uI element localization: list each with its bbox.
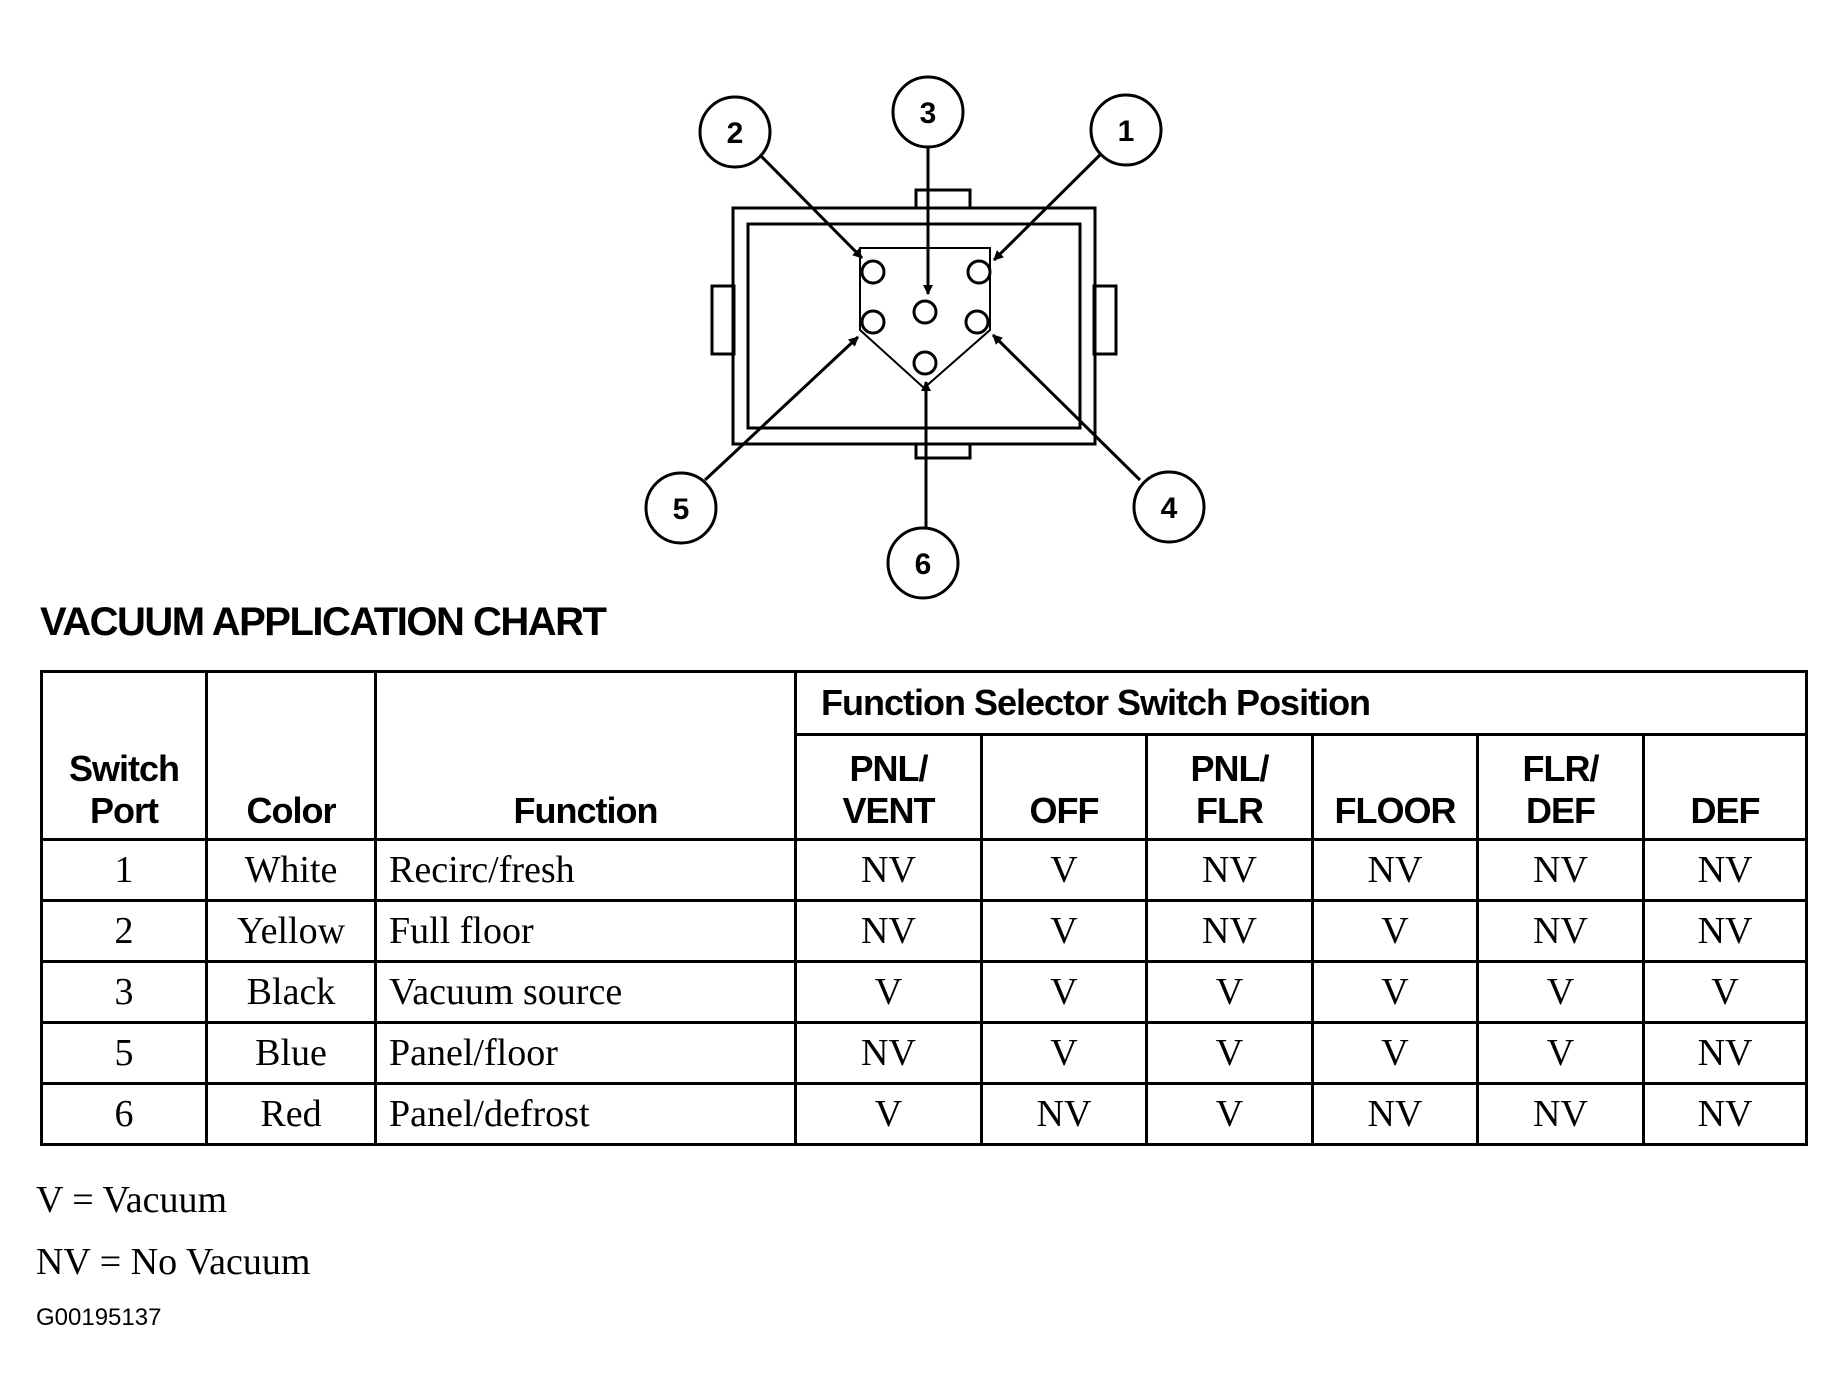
cell-color: Black xyxy=(205,960,377,1024)
cell-vacuum-state: NV xyxy=(1476,1082,1645,1146)
callout-label-4: 4 xyxy=(1161,492,1178,525)
header-position: PNL/FLR xyxy=(1145,733,1314,841)
cell-port: 2 xyxy=(40,899,208,963)
cell-vacuum-state: NV xyxy=(794,899,983,963)
cell-vacuum-state: V xyxy=(1145,1082,1314,1146)
cell-vacuum-state: V xyxy=(1311,899,1479,963)
chart-title: VACUUM APPLICATION CHART xyxy=(40,600,607,644)
cell-function: Recirc/fresh xyxy=(374,838,797,902)
cell-vacuum-state: NV xyxy=(1641,1021,1809,1085)
callout-5: 5 xyxy=(644,471,718,545)
connector-housing xyxy=(710,188,1118,460)
cell-color: Yellow xyxy=(205,899,377,963)
cell-vacuum-state: NV xyxy=(1311,1082,1479,1146)
cell-vacuum-state: V xyxy=(1641,960,1809,1024)
callout-4: 4 xyxy=(1132,470,1206,544)
port-hole-3 xyxy=(912,299,938,325)
cell-vacuum-state: V xyxy=(1476,960,1645,1024)
port-hole-5 xyxy=(860,309,886,335)
cell-vacuum-state: NV xyxy=(980,1082,1148,1146)
callout-label-5: 5 xyxy=(673,493,690,526)
arrow-4 xyxy=(991,333,1142,482)
callout-label-2: 2 xyxy=(727,117,744,150)
cell-vacuum-state: NV xyxy=(1641,1082,1809,1146)
cell-vacuum-state: NV xyxy=(1145,899,1314,963)
cell-vacuum-state: V xyxy=(980,838,1148,902)
cell-vacuum-state: NV xyxy=(1641,899,1809,963)
cell-port: 5 xyxy=(40,1021,208,1085)
figure-id: G00195137 xyxy=(36,1304,162,1331)
cell-vacuum-state: V xyxy=(794,1082,983,1146)
cell-function: Full floor xyxy=(374,899,797,963)
port-hole-6 xyxy=(912,350,938,376)
cell-vacuum-state: V xyxy=(1476,1021,1645,1085)
cell-vacuum-state: V xyxy=(980,960,1148,1024)
connector-diagram: 2 3 1 5 4 6 xyxy=(644,75,1206,600)
cell-vacuum-state: V xyxy=(1311,960,1479,1024)
cell-vacuum-state: NV xyxy=(794,838,983,902)
header-position: DEF xyxy=(1641,733,1809,841)
cell-vacuum-state: NV xyxy=(1311,838,1479,902)
cell-vacuum-state: NV xyxy=(1641,838,1809,902)
cell-color: Blue xyxy=(205,1021,377,1085)
cell-port: 1 xyxy=(40,838,208,902)
cell-function: Vacuum source xyxy=(374,960,797,1024)
cell-port: 3 xyxy=(40,960,208,1024)
header-position: FLOOR xyxy=(1311,733,1479,841)
callout-3: 3 xyxy=(891,75,965,149)
callout-2: 2 xyxy=(698,95,772,169)
cell-vacuum-state: NV xyxy=(1476,899,1645,963)
cell-vacuum-state: V xyxy=(980,1021,1148,1085)
cell-color: White xyxy=(205,838,377,902)
arrow-5 xyxy=(703,335,860,482)
header-function: Function xyxy=(374,670,797,841)
header-position: PNL/VENT xyxy=(794,733,983,841)
cell-port: 6 xyxy=(40,1082,208,1146)
header-position: OFF xyxy=(980,733,1148,841)
port-holes xyxy=(860,259,992,376)
port-hole-1 xyxy=(966,259,992,285)
arrow-2 xyxy=(755,150,864,260)
callout-label-3: 3 xyxy=(920,97,937,130)
callout-label-6: 6 xyxy=(915,548,932,581)
port-hole-4 xyxy=(964,309,990,335)
cell-vacuum-state: V xyxy=(1311,1021,1479,1085)
header-position: FLR/DEF xyxy=(1476,733,1645,841)
callout-arrows xyxy=(703,143,1142,533)
header-function-selector-position: Function Selector Switch Position xyxy=(793,670,1809,736)
cell-vacuum-state: V xyxy=(1145,1021,1314,1085)
cell-vacuum-state: NV xyxy=(1145,838,1314,902)
header-color: Color xyxy=(205,670,377,841)
cell-color: Red xyxy=(205,1082,377,1146)
port-hole-2 xyxy=(860,259,886,285)
cell-function: Panel/floor xyxy=(374,1021,797,1085)
legend-no-vacuum: NV = No Vacuum xyxy=(36,1241,311,1283)
cell-vacuum-state: NV xyxy=(1476,838,1645,902)
cell-vacuum-state: NV xyxy=(794,1021,983,1085)
cell-vacuum-state: V xyxy=(1145,960,1314,1024)
cell-vacuum-state: V xyxy=(794,960,983,1024)
callout-label-1: 1 xyxy=(1118,115,1135,148)
cell-function: Panel/defrost xyxy=(374,1082,797,1146)
callout-6: 6 xyxy=(886,526,960,600)
cell-vacuum-state: V xyxy=(980,899,1148,963)
legend-vacuum: V = Vacuum xyxy=(36,1179,228,1221)
callout-1: 1 xyxy=(1089,93,1163,167)
arrow-1 xyxy=(992,148,1107,262)
